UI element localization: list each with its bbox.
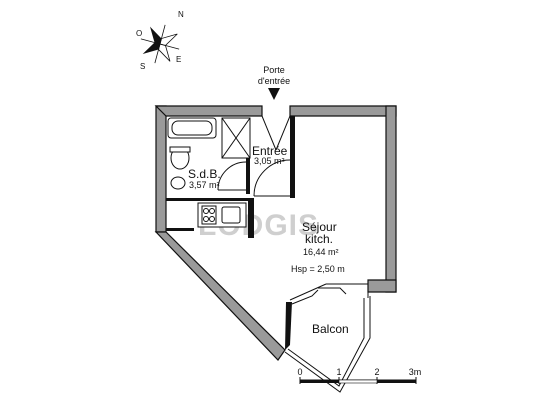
- room-sejour-name-line2: kitch.: [305, 232, 333, 246]
- compass-west-label: O: [136, 29, 142, 38]
- scale-tick-label-0: 0: [297, 367, 302, 377]
- interior-partitions: [166, 116, 368, 350]
- room-sejour-area: 16,44 m²: [303, 247, 339, 257]
- kitchen-fixtures: [197, 202, 247, 228]
- entrance-arrow-icon: [268, 88, 280, 100]
- room-sdb-area: 3,57 m²: [189, 180, 220, 190]
- kitchen-sink-icon: [221, 206, 241, 224]
- scale-tick-label-1: 1: [336, 367, 341, 377]
- room-sejour: Séjour kitch. 16,44 m² Hsp = 2,50 m: [291, 220, 345, 274]
- balcony-outline: [284, 292, 371, 393]
- scale-tick-label-3: 3m: [409, 367, 422, 377]
- compass-south-label: S: [140, 62, 145, 71]
- entrance-label-line2: d'entrée: [258, 76, 290, 86]
- room-balcon: Balcon: [312, 322, 349, 336]
- scale-tick-label-2: 2: [374, 367, 379, 377]
- compass-north-label: N: [178, 10, 184, 19]
- entrance-label-line1: Porte: [263, 65, 285, 75]
- bathroom-fixtures: [167, 117, 251, 190]
- compass-east-label: E: [176, 55, 181, 64]
- room-entree: Entrée 3,05 m²: [252, 144, 288, 166]
- room-sdb: S.d.B. 3,57 m²: [188, 167, 221, 190]
- scale-bar: 0 1 2 3m: [297, 367, 421, 384]
- room-sejour-name-line1: Séjour: [302, 220, 337, 234]
- room-sejour-height: Hsp = 2,50 m: [291, 264, 345, 274]
- doors: [217, 115, 347, 305]
- sink-icon: [170, 176, 186, 190]
- room-balcon-name: Balcon: [312, 322, 349, 336]
- room-entree-name: Entrée: [252, 144, 288, 158]
- room-sdb-name: S.d.B.: [188, 167, 221, 181]
- room-entree-area: 3,05 m²: [254, 156, 285, 166]
- exterior-walls: [154, 105, 397, 361]
- compass-rose: N E S O: [136, 10, 184, 71]
